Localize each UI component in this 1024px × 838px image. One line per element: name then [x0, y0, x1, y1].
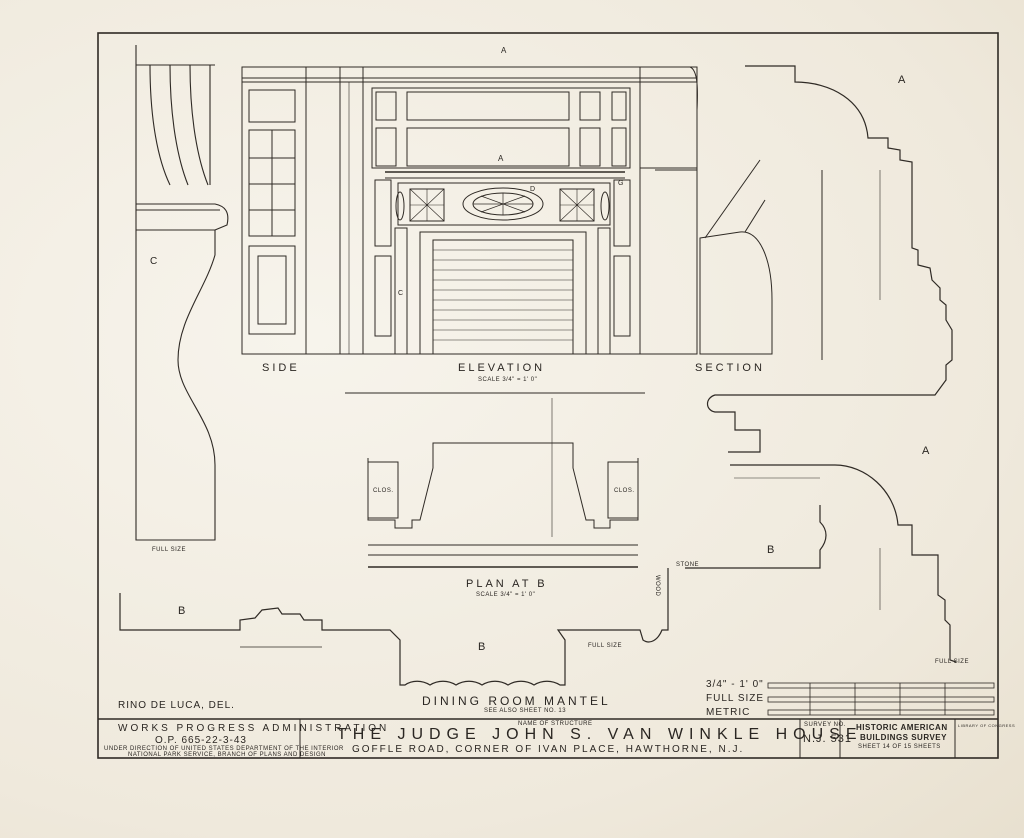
drawing-title: DINING ROOM MANTEL [422, 694, 611, 708]
stone-label: STONE [676, 562, 700, 568]
full-size-label-side: FULL SIZE [152, 547, 186, 553]
plan-label: PLAN AT B [466, 578, 548, 590]
plan-scale: SCALE 3/4" = 1' 0" [476, 592, 536, 598]
scale-row-1: 3/4" - 1' 0" [706, 679, 764, 690]
marker-g: G [618, 180, 627, 187]
graphic-scales [767, 682, 995, 716]
elevation-label: ELEVATION [458, 362, 546, 374]
elevation [241, 66, 698, 355]
sheet-border [97, 32, 999, 759]
tb-sheet-number: SHEET 14 OF 15 SHEETS [858, 744, 941, 750]
marker-b-center: B [478, 641, 489, 653]
full-size-label-right: FULL SIZE [935, 659, 969, 665]
tb-name-of-structure-label: NAME OF STRUCTURE [518, 721, 593, 727]
tb-nps: NATIONAL PARK SERVICE, BRANCH OF PLANS A… [128, 752, 326, 758]
marker-b-left: B [178, 605, 189, 617]
tb-library: LIBRARY OF CONGRESS [958, 723, 1016, 728]
section-label: SECTION [695, 362, 765, 374]
tb-address: GOFFLE ROAD, CORNER OF IVAN PLACE, HAWTH… [352, 744, 745, 755]
marker-d: D [530, 186, 539, 193]
marker-a-top: A [501, 46, 510, 55]
marker-b-right: B [767, 544, 778, 556]
full-size-label-bottom: FULL SIZE [588, 643, 622, 649]
marker-c-left: C [150, 256, 161, 267]
tb-habs-2: BUILDINGS SURVEY [860, 733, 947, 742]
bottom-profile-b [119, 568, 669, 686]
section-profile [699, 159, 823, 360]
tb-op-number: O.P. 665-22-3-43 [155, 735, 247, 746]
moulding-profile-a [685, 65, 957, 663]
tb-direction: UNDER DIRECTION OF UNITED STATES DEPARTM… [104, 746, 344, 752]
clos-label-left: CLOS. [373, 488, 394, 494]
brick-courses [433, 249, 573, 341]
wood-label: WOOD [654, 575, 660, 597]
elevation-scale: SCALE 3/4" = 1' 0" [478, 377, 538, 383]
marker-a-right-top: A [898, 74, 909, 86]
side-label: SIDE [262, 362, 300, 374]
scale-row-2: FULL SIZE [706, 693, 765, 704]
dimension-lines [348, 82, 881, 610]
clos-label-right: CLOS. [614, 488, 635, 494]
tb-survey-no: N.J. 531 [803, 733, 852, 745]
plan-at-b [345, 392, 645, 568]
marker-a-mid: A [498, 154, 507, 163]
tb-agency: WORKS PROGRESS ADMINISTRATION [118, 723, 390, 734]
see-also-note: SEE ALSO SHEET NO. 13 [484, 708, 567, 714]
scale-row-3: METRIC [706, 707, 751, 718]
marker-c-column: C [398, 290, 407, 297]
tb-habs-1: HISTORIC AMERICAN [856, 723, 948, 732]
delineator: RINO DE LUCA, DEL. [118, 700, 235, 711]
tb-survey-no-label: SURVEY NO. [804, 722, 846, 728]
side-profile [135, 45, 229, 541]
marker-a-right-bottom: A [922, 445, 933, 457]
tb-structure-name: THE JUDGE JOHN S. VAN WINKLE HOUSE [337, 726, 863, 743]
